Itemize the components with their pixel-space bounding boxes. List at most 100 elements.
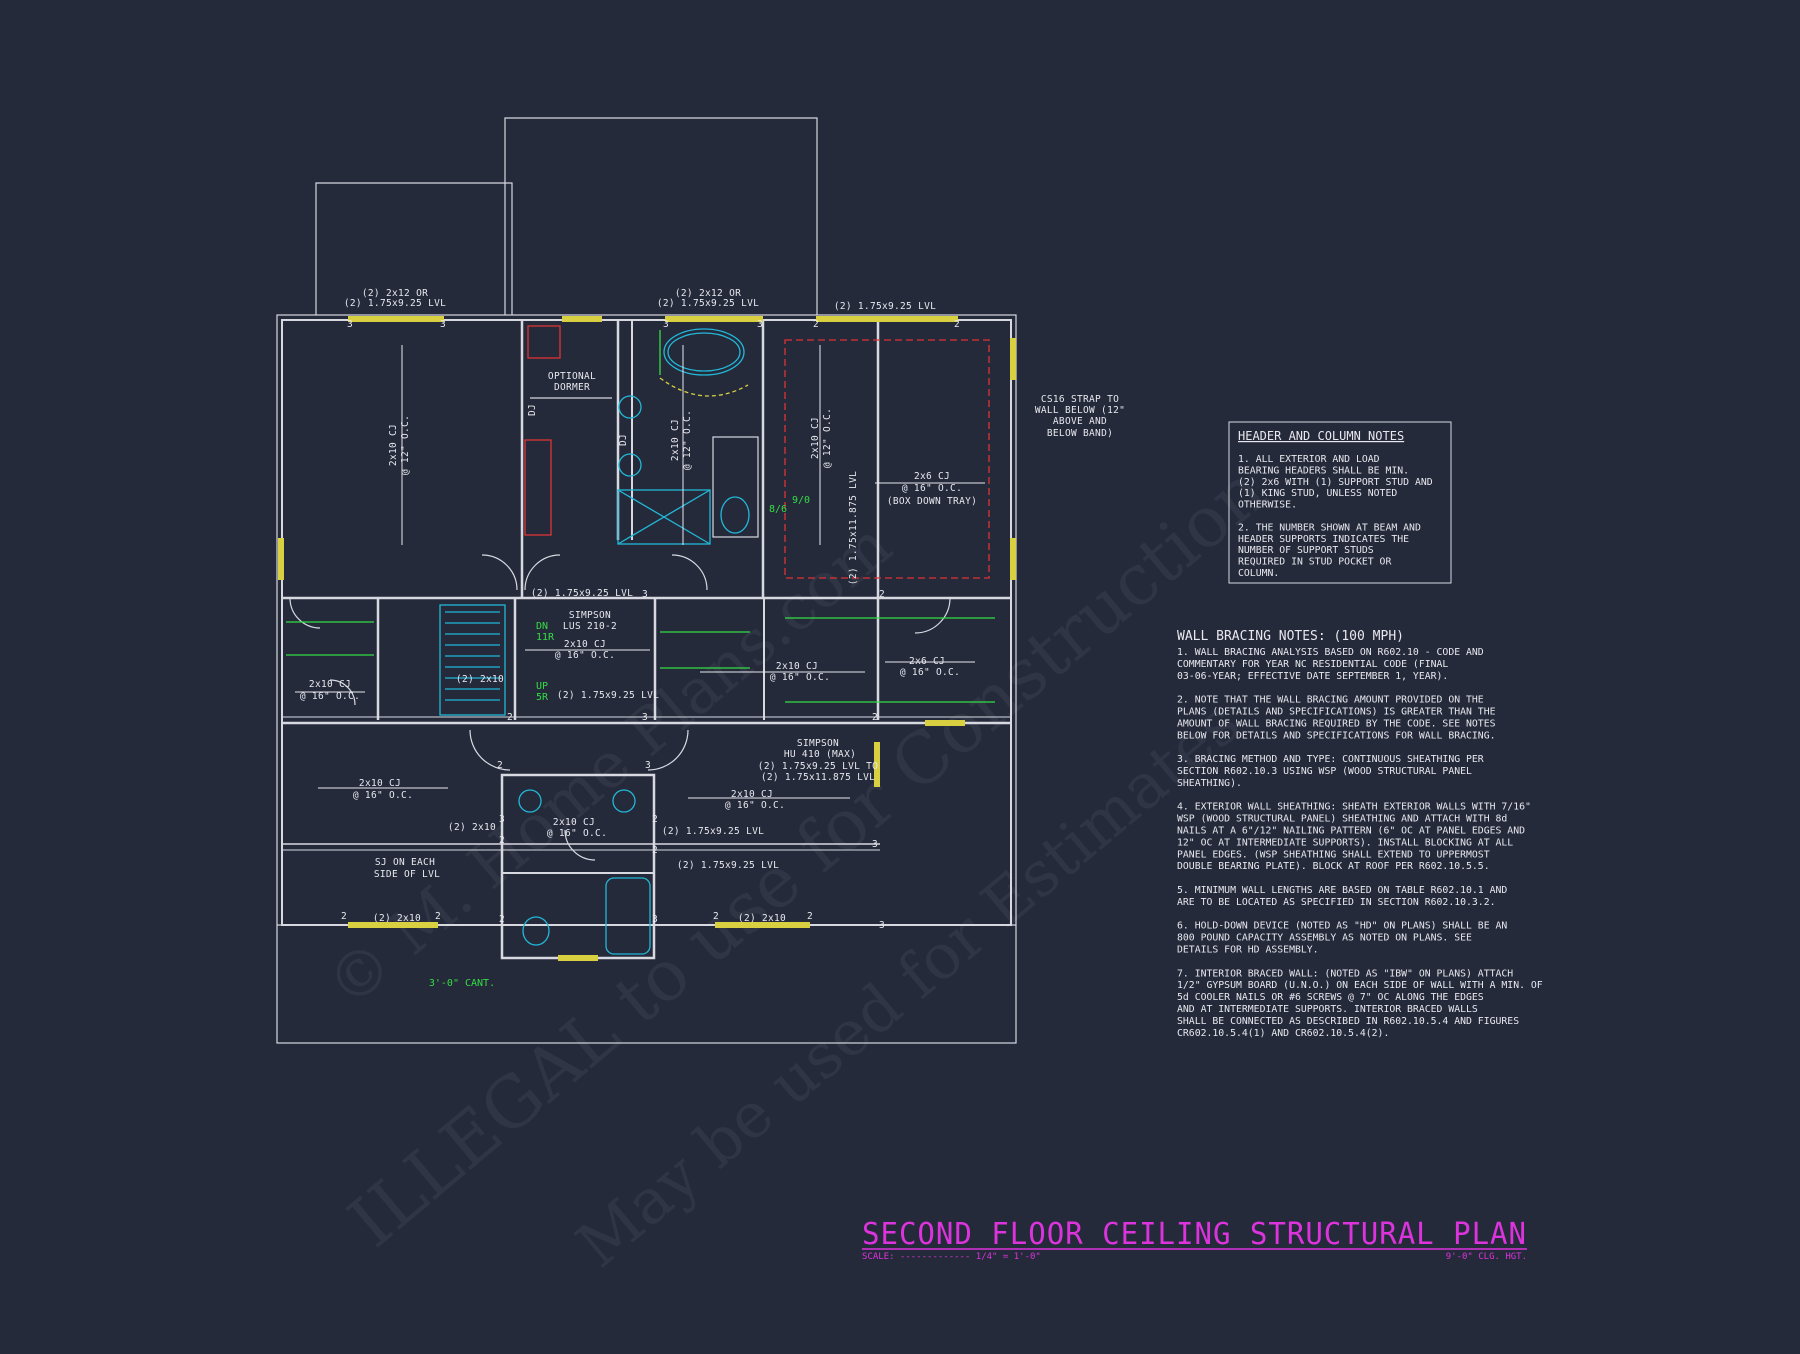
plan-label-hdr-c: (2) 1.75x9.25 LVL: [834, 301, 936, 312]
bracing-note-line: AMOUNT OF WALL BRACING REQUIRED BY THE C…: [1177, 718, 1496, 729]
closet-lines: [286, 330, 995, 703]
plan-label-stair-2x10: (2) 2x10: [456, 674, 504, 685]
plumbing-fixtures: [439, 328, 750, 955]
plan-label-strap4: BELOW BAND): [1047, 428, 1113, 439]
joist-arrows: [295, 345, 985, 799]
stud-count: 2: [879, 589, 885, 600]
door-swing-3: [671, 554, 708, 591]
sink-icon: [612, 789, 636, 813]
door-swing-5: [647, 729, 689, 771]
stud-count: 2: [954, 319, 960, 330]
plan-label-simpson-b3: (2) 1.75x9.25 LVL TO: [758, 761, 878, 772]
bracing-note-line: DETAILS FOR HD ASSEMBLY.: [1177, 945, 1319, 956]
plan-labels: (2) 2x12 OR(2) 1.75x9.25 LVL(2) 2x12 OR(…: [300, 288, 1125, 924]
shower-icon: [617, 489, 711, 545]
plan-label-cj-mid1: 2x10 CJ: [810, 417, 821, 459]
plan-label-simpson-b4: (2) 1.75x11.875 LVL: [761, 772, 875, 783]
green-label-up: UP: [536, 681, 548, 692]
bracing-note-line: 4. EXTERIOR WALL SHEATHING: SHEATH EXTER…: [1177, 802, 1531, 813]
plan-label-lvl-stair: (2) 1.75x9.25 LVL: [531, 588, 633, 599]
plan-label-hdr-b2: (2) 1.75x9.25 LVL: [657, 298, 759, 309]
bracing-note-line: 1. WALL BRACING ANALYSIS BASED ON R602.1…: [1177, 647, 1484, 658]
stud-count: 3: [440, 319, 446, 330]
green-label-dn-r: 11R: [536, 632, 555, 643]
stud-count: 3: [645, 760, 651, 771]
closet-box: [712, 436, 759, 538]
plan-label-simpson-a2: LUS 210-2: [563, 621, 617, 632]
plan-label-tray: (BOX DOWN TRAY): [887, 496, 977, 507]
plan-label-cj-left2: @ 12" O.C.: [400, 415, 411, 475]
header-bar: [1010, 338, 1016, 380]
green-label-up-r: 5R: [536, 692, 549, 703]
bracing-note-line: 03-06-YEAR; EFFECTIVE DATE SEPTEMBER 1, …: [1177, 671, 1448, 682]
door-swing-6: [914, 597, 951, 634]
door-swing-2: [524, 554, 561, 591]
stud-count: 3: [879, 920, 885, 931]
header-bar: [665, 316, 763, 322]
plan-label-cj-bath4: @ 16" O.C.: [547, 828, 607, 839]
ceiling-height-label: 9'-0" CLG. HGT.: [1446, 1252, 1527, 1262]
sheet-title: SECOND FLOOR CEILING STRUCTURAL PLAN: [862, 1217, 1527, 1252]
tub-inner-icon: [667, 332, 741, 372]
green-label-d910: 9/0: [792, 495, 810, 506]
header-bar: [278, 538, 284, 580]
stud-count: 2: [341, 911, 347, 922]
stud-count: 2: [507, 712, 513, 723]
plan-label-simpson-b2: HU 410 (MAX): [784, 749, 856, 760]
header-bar: [816, 316, 958, 322]
green-label-cant: 3'-0" CANT.: [429, 978, 495, 989]
bracing-note-line: SECTION R602.10.3 USING WSP (WOOD STRUCT…: [1177, 766, 1472, 777]
stud-count: 2: [435, 911, 441, 922]
bracing-note-line: BELOW FOR DETAILS AND SPECIFICATIONS FOR…: [1177, 730, 1496, 741]
upper-roof-right: [504, 117, 818, 315]
plan-label-dormer2: DORMER: [554, 382, 590, 393]
header-note-line: 2. THE NUMBER SHOWN AT BEAM AND: [1238, 522, 1421, 533]
bracing-note-line: SHALL BE CONNECTED AS DESCRIBED IN R602.…: [1177, 1016, 1519, 1027]
header-note-line: (1) KING STUD, UNLESS NOTED: [1238, 488, 1397, 499]
bracing-notes-title: WALL BRACING NOTES: (100 MPH): [1177, 629, 1404, 644]
plan-label-cj-mid2: @ 12" O.C.: [822, 408, 833, 468]
stud-count: 3: [499, 814, 505, 825]
bracing-note-line: NAILS AT A 6"/12" NAILING PATTERN (6" OC…: [1177, 826, 1525, 837]
stud-count: 2: [713, 911, 719, 922]
plan-label-lvl-hall: (2) 1.75x9.25 LVL: [557, 690, 659, 701]
plan-label-cj-right1: 2x6 CJ: [909, 656, 945, 667]
washer-icon: [527, 325, 561, 359]
stud-count: 3: [663, 319, 669, 330]
scale-label: SCALE: ------------- 1/4" = 1'-0": [862, 1252, 1041, 1262]
plan-label-strap1: CS16 STRAP TO: [1041, 394, 1119, 405]
plan-label-dormer1: OPTIONAL: [548, 371, 596, 382]
bracing-note-line: CR602.10.5.4(1) AND CR602.10.5.4(2).: [1177, 1028, 1389, 1039]
sink-icon: [518, 789, 542, 813]
plan-label-cj-br2: @ 16" O.C.: [725, 800, 785, 811]
bracing-notes: WALL BRACING NOTES: (100 MPH) 1. WALL BR…: [1177, 629, 1543, 1039]
header-notes-border: [1228, 421, 1452, 584]
title-block: SECOND FLOOR CEILING STRUCTURAL PLAN SCA…: [862, 1217, 1527, 1262]
toilet-icon: [522, 916, 550, 946]
bracing-note-line: 3. BRACING METHOD AND TYPE: CONTINUOUS S…: [1177, 754, 1484, 765]
plan-label-cj-lw2: @ 16" O.C.: [300, 691, 360, 702]
bracing-note-line: PLANS (DETAILS AND SPECIFICATIONS) IS GR…: [1177, 707, 1496, 718]
sink-icon: [618, 453, 642, 477]
plan-label-cj-wic1: 2x10 CJ: [776, 661, 818, 672]
header-notes-title: HEADER AND COLUMN NOTES: [1238, 429, 1404, 443]
door-swing-7: [289, 597, 321, 629]
bracing-note-line: 6. HOLD-DOWN DEVICE (NOTED AS "HD" ON PL…: [1177, 921, 1507, 932]
tub-icon: [663, 328, 745, 376]
header-bar: [874, 742, 880, 787]
upper-roof-left: [315, 182, 513, 315]
plan-label-cj-hall2: @ 16" O.C.: [555, 650, 615, 661]
header-bar: [715, 922, 810, 928]
header-bar: [1010, 538, 1016, 580]
plan-label-cj-wic2: @ 16" O.C.: [770, 672, 830, 683]
header-bar: [348, 922, 438, 928]
bracing-note-line: COMMENTARY FOR YEAR NC RESIDENTIAL CODE …: [1177, 659, 1448, 670]
plan-label-hdr-a2: (2) 1.75x9.25 LVL: [344, 298, 446, 309]
plan-label-simpson-a1: SIMPSON: [569, 610, 611, 621]
header-note-line: REQUIRED IN STUD POCKET OR: [1238, 557, 1391, 568]
stud-count: 2: [813, 319, 819, 330]
plan-label-dj2: DJ: [618, 434, 629, 446]
bracing-note-line: 7. INTERIOR BRACED WALL: (NOTED AS "IBW"…: [1177, 968, 1513, 979]
